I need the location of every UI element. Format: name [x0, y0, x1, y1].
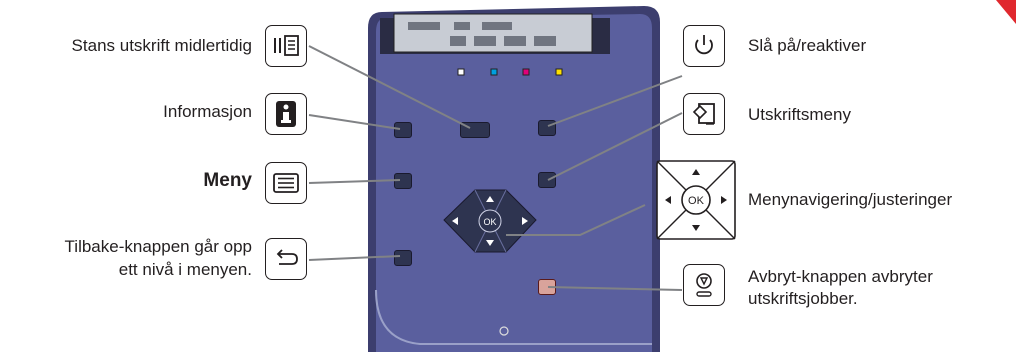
panel-pause-button[interactable] — [460, 122, 490, 138]
corner-accent — [996, 0, 1016, 24]
pause-label: Stans utskrift midlertidig — [71, 36, 252, 55]
cancel-label-line1: Avbryt-knappen avbryter — [748, 267, 933, 286]
power-label: Slå på/reaktiver — [748, 36, 867, 55]
back-label-line2: ett nivå i menyen. — [118, 260, 252, 279]
cancel-label-line2: utskriftsjobber. — [748, 289, 858, 308]
svg-text:OK: OK — [688, 195, 705, 207]
panel-back-button[interactable] — [394, 250, 412, 266]
lcd-display — [393, 13, 593, 53]
panel-info-button[interactable] — [394, 122, 412, 138]
svg-text:OK: OK — [483, 217, 496, 227]
cancel-icon — [683, 264, 725, 306]
navigation-label: Menynavigering/justeringer — [748, 190, 953, 209]
panel-menu-button[interactable] — [394, 173, 412, 189]
menu-label: Meny — [203, 170, 252, 191]
back-arrow-icon — [265, 238, 307, 280]
panel-print-menu-button[interactable] — [538, 172, 556, 188]
info-label: Informasjon — [163, 102, 252, 121]
pause-document-icon — [265, 25, 307, 67]
panel-cancel-button[interactable] — [538, 279, 556, 295]
info-icon — [265, 93, 307, 135]
power-icon — [683, 25, 725, 67]
print-menu-icon — [683, 93, 725, 135]
print-menu-label: Utskriftsmeny — [748, 105, 851, 124]
navigation-pad-icon: OK — [656, 160, 736, 240]
back-label-line1: Tilbake-knappen går opp — [64, 237, 252, 256]
panel-power-button[interactable] — [538, 120, 556, 136]
menu-list-icon — [265, 162, 307, 204]
